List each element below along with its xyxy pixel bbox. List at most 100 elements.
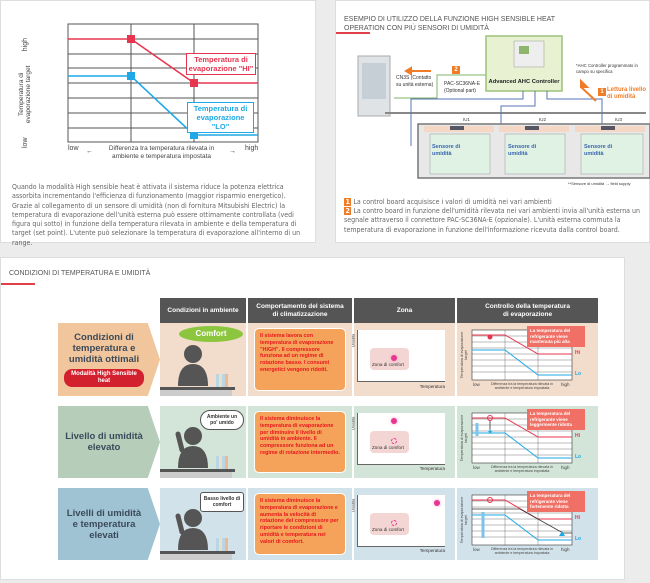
y-low: low (21, 137, 29, 148)
svg-text:→: → (229, 148, 236, 155)
conditions-title: CONDIZIONI DI TEMPERATURA E UMIDITÀ (9, 270, 151, 277)
section-title: ESEMPIO DI UTILIZZO DELLA FUNZIONE HIGH … (344, 16, 555, 32)
sensors-example-card: ESEMPIO DI UTILIZZO DELLA FUNZIONE HIGH … (335, 0, 650, 243)
person-at-desk-icon (160, 345, 235, 396)
header-behaviour: Comportamento del sistema di climatizzaz… (248, 298, 352, 323)
comfort-zone-label: Zona di comfort (372, 445, 404, 450)
zone-chart: Zona di comfort (357, 330, 445, 382)
zone-y-label: Umidità (350, 498, 356, 513)
zone-cell: Zona di comfort Umidità Temperatura (350, 488, 455, 560)
header-control: Controllo della temperatura di evaporazi… (457, 298, 598, 323)
note-text: La contro board in funzione dell'umidità… (344, 207, 641, 234)
lo-label: Lo (575, 536, 582, 542)
behaviour-cell: Il sistema diminuisce la temperatura di … (248, 488, 352, 560)
state-dot (391, 355, 397, 361)
x-low: low (473, 382, 480, 387)
x-label: Differenza tra la temperatura rilevata i… (490, 465, 554, 474)
y-label: Temperatura di evaporazione target (460, 331, 468, 379)
behaviour-cell: Il sistema diminuisce la temperatura di … (248, 406, 352, 478)
x-high: high (245, 145, 259, 152)
x-low: low (68, 145, 79, 152)
controller-label: Advanced AHC Controller (488, 79, 560, 85)
x-label: Differenza tra la temperatura rilevata i… (490, 547, 554, 556)
comfort-zone (370, 348, 409, 370)
row-label-text: Livello di umidità elevato (65, 431, 143, 453)
state-dot (391, 418, 397, 424)
sensor-label-2: Sensore di umidità (508, 144, 537, 157)
lo-line (472, 432, 572, 459)
speech-bubble: Comfort (179, 326, 243, 342)
zone-chart: Zona di comfort (357, 413, 445, 465)
lo-series-line (68, 75, 258, 136)
supply-note: **Sensore di umidità → field supply (568, 181, 631, 186)
note-badge: 1 (344, 198, 352, 206)
sensor-label-3: Sensore di umidità (584, 144, 613, 157)
lo-label: Temperatura di evaporazione "LO" (187, 102, 254, 133)
header-zone: Zona (354, 298, 455, 323)
iu1-label: IU1 (463, 117, 471, 122)
behaviour-text: Il sistema lavora con temperatura di eva… (254, 328, 346, 391)
lo-point (190, 131, 198, 139)
lo-label: Lo (575, 454, 582, 460)
note-text: La control board acquisisce i valori di … (353, 198, 552, 206)
hi-label: Temperatura di evaporazione "HI" (186, 53, 256, 75)
x-high: high (561, 382, 570, 387)
description: Quando la modalità High sensible heat è … (12, 183, 301, 247)
y-high: high (21, 38, 29, 52)
callout: La temperatura del refrigerante viene fo… (527, 491, 585, 512)
x-axis-label: Differenza tra temperatura rilevata in a… (108, 145, 215, 160)
behaviour-text: Il sistema diminuisce la temperatura di … (254, 493, 346, 555)
row-label-text: Condizioni di temperatura e umidità otti… (68, 332, 140, 365)
y-axis: low Temperatura di evaporazione target h… (15, 38, 35, 148)
system-diagram (357, 35, 650, 179)
zone-chart: Zona di comfort (357, 495, 445, 547)
evaporation-control-cell: ★ La temperatura del refrigerante viene … (457, 406, 598, 478)
state-dot (434, 500, 440, 506)
sensor-label-1: Sensore di umidità (432, 144, 461, 157)
zone-x-label: Temperatura (419, 466, 445, 471)
hi-point (127, 35, 135, 43)
iu2-label: IU2 (539, 117, 547, 122)
zone-cell: Zona di comfort Umidità Temperatura (350, 406, 455, 478)
speech-bubble: Basso livello di comfort (200, 492, 244, 512)
row-label: Livello di umidità elevato (58, 406, 160, 478)
callout: La temperatura del refrigerante viene ma… (527, 326, 585, 347)
row-label: Condizioni di temperatura e umidità otti… (58, 323, 160, 396)
zone-x-label: Temperatura (419, 548, 445, 553)
comfort-zone-label: Zona di comfort (372, 527, 404, 532)
speech-bubble: Ambiente un po' umido (200, 410, 244, 430)
lo-point (127, 72, 135, 80)
person-illustration-cell: Comfort (160, 323, 246, 396)
person-at-desk-icon (160, 509, 235, 560)
controller-note: *AHC Controller programmato in campo su … (576, 63, 638, 74)
behaviour-text: Il sistema diminuisce la temperatura di … (254, 411, 346, 473)
comfort-zone (370, 513, 409, 535)
row-label-text: Livelli di umidità e temperatura elevati (66, 507, 142, 541)
person-at-desk-icon (160, 427, 235, 478)
y-label: Temperatura di evaporazione target (460, 414, 468, 462)
target-dot (391, 438, 397, 444)
zone-y-label: Umidità (350, 333, 356, 348)
hi-lo-chart-card: ←→ low Temperatura di evaporazione targe… (0, 0, 316, 247)
callout: La temperatura del refrigerante viene le… (527, 409, 585, 430)
lo-label: Lo (575, 371, 582, 377)
lo-line (472, 349, 572, 376)
comfort-zone-label: Zona di comfort (372, 362, 404, 367)
hi-label: Hi (575, 515, 580, 521)
x-label: Differenza tra la temperatura rilevata i… (490, 382, 554, 391)
hi-label: Hi (575, 350, 580, 356)
hi-line (472, 417, 572, 438)
x-low: low (473, 465, 480, 470)
comfort-zone (370, 431, 409, 453)
hi-point (190, 79, 198, 87)
behaviour-cell: Il sistema lavora con temperatura di eva… (248, 323, 352, 396)
mode-badge: Modalità High Sensible heat (64, 369, 144, 387)
person-illustration-cell: Basso livello di comfort (160, 488, 246, 560)
person-illustration-cell: Ambiente un po' umido (160, 406, 246, 478)
header-conditions: Condizioni in ambiente (160, 298, 246, 323)
y-label: Temperatura di evaporazione target (460, 496, 468, 544)
evaporation-control-cell: La temperatura del refrigerante viene ma… (457, 323, 598, 396)
reading-label: Lettura livello di umidità (607, 87, 647, 100)
zone-y-label: Umidità (350, 416, 356, 431)
zone-x-label: Temperatura (419, 384, 445, 389)
